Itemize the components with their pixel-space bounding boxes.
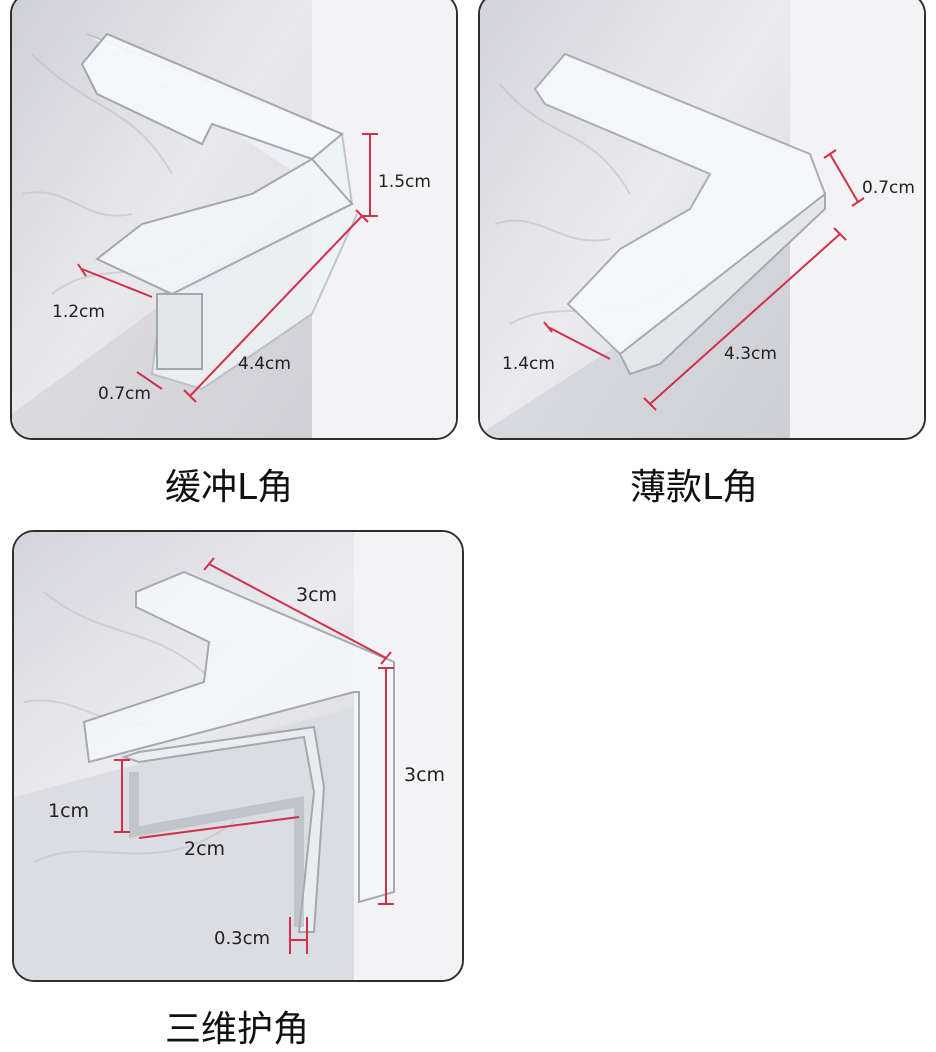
thin-corner-illustration — [480, 0, 924, 438]
dimension-label-length: 4.4cm — [238, 354, 291, 374]
caption-buffer-l-corner: 缓冲L角 — [165, 467, 294, 508]
product-image-buffer-l-corner: 1.5cm 1.2cm 0.7cm 4.4cm — [10, 0, 458, 440]
dimension-label-thickness: 0.7cm — [98, 384, 151, 404]
3d-corner-illustration — [14, 532, 462, 980]
dimension-label-top-length: 3cm — [296, 584, 338, 606]
dimension-label-thickness: 0.3cm — [214, 928, 271, 949]
dimension-label-lip: 1.2cm — [52, 302, 105, 322]
caption-3d-corner-guard: 三维护角 — [165, 1009, 310, 1050]
product-image-3d-corner-guard: 3cm 3cm 1cm 2cm 0.3cm — [12, 530, 464, 982]
dimension-label-leg-height: 1cm — [48, 800, 90, 822]
dimension-label-side-height: 3cm — [404, 764, 446, 786]
dimension-label-leg-width: 2cm — [184, 838, 226, 860]
product-image-thin-l-corner: 0.7cm 1.4cm 4.3cm — [478, 0, 926, 440]
buffer-corner-illustration — [12, 0, 456, 438]
dimension-label-lip: 1.4cm — [502, 354, 555, 374]
dimension-label-height: 0.7cm — [862, 178, 915, 198]
dimension-label-height: 1.5cm — [378, 172, 431, 192]
caption-thin-l-corner: 薄款L角 — [630, 467, 759, 508]
dimension-label-length: 4.3cm — [724, 344, 777, 364]
